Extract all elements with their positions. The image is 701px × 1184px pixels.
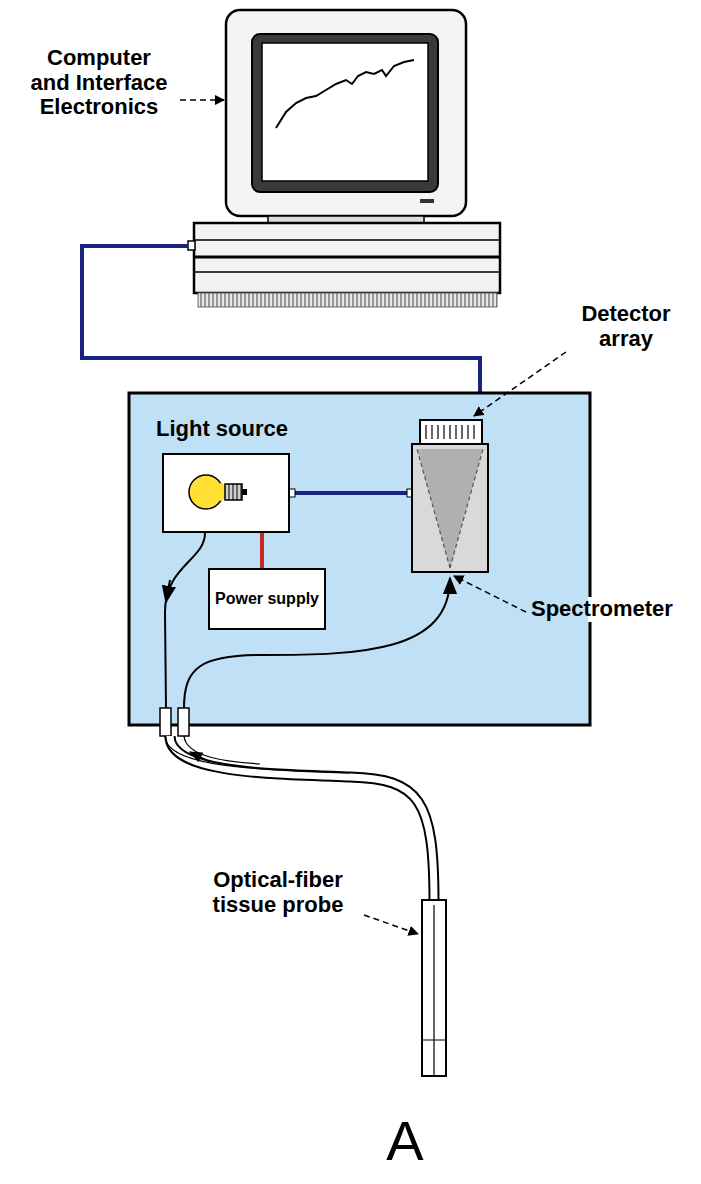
detector-pixel xyxy=(467,425,468,439)
base-line xyxy=(194,239,500,241)
bulb-thread xyxy=(229,484,230,500)
panel-letter: A xyxy=(370,1110,440,1173)
callout-label: Computer and Interface Electronics xyxy=(28,46,170,120)
leader-line xyxy=(454,576,526,612)
monitor-screen xyxy=(262,43,428,181)
light-cone-edge xyxy=(450,449,483,568)
leader-line xyxy=(364,915,418,934)
box-label: Power supply xyxy=(211,590,323,608)
bulb-contact xyxy=(242,489,247,495)
spectrometer xyxy=(412,420,488,572)
leader-line xyxy=(180,99,224,101)
collection-fiber xyxy=(184,578,450,708)
base-line xyxy=(194,271,500,273)
detector-pixel xyxy=(473,425,474,439)
box-heading: Light source xyxy=(156,417,288,441)
bulb-thread xyxy=(241,484,242,500)
reference-fiber xyxy=(290,491,412,495)
detector-pixels xyxy=(426,425,474,439)
base-vents xyxy=(198,293,497,307)
spectrum-trace xyxy=(276,60,414,128)
detector-pixel xyxy=(437,425,438,439)
fiber-connector xyxy=(160,708,171,736)
detector-array xyxy=(420,420,482,444)
port xyxy=(284,491,288,495)
bulb-thread xyxy=(233,484,234,500)
light-bulb xyxy=(164,455,288,531)
detector-pixel xyxy=(443,425,444,439)
computer-monitor xyxy=(226,10,466,223)
instrument-housing xyxy=(129,393,590,725)
fiber-strand xyxy=(184,736,260,764)
detector-pixel xyxy=(455,425,456,439)
probe-body xyxy=(422,900,446,1076)
fiber-strand xyxy=(165,736,350,773)
callout-label: Optical-fiber tissue probe xyxy=(192,868,364,917)
leader-line xyxy=(474,352,566,416)
monitor-case xyxy=(226,10,466,216)
detector-pixel xyxy=(461,425,462,439)
base-case xyxy=(194,223,500,293)
power-cable xyxy=(260,533,264,568)
bulb-glass xyxy=(189,475,223,509)
detector-pixel xyxy=(449,425,450,439)
fiber-connector xyxy=(178,708,189,736)
light-cone-edge xyxy=(417,449,450,568)
light-cone xyxy=(417,449,483,568)
probe-fiber xyxy=(433,905,434,1076)
bulb-base xyxy=(225,484,242,500)
power-supply-box: Power supply xyxy=(208,568,326,630)
callout-label: Spectrometer xyxy=(531,597,673,622)
excitation-fiber xyxy=(165,533,205,708)
monitor-bezel xyxy=(252,34,438,192)
base-line xyxy=(194,256,500,259)
power-button xyxy=(420,199,434,203)
computer-base xyxy=(188,223,500,307)
light-source-box: Light source xyxy=(162,453,290,533)
fiber-arrow xyxy=(166,580,170,602)
detector-pixel xyxy=(425,425,426,439)
detector-pixel xyxy=(431,425,432,439)
fiber-arrow xyxy=(190,752,210,762)
bulb-thread xyxy=(237,484,238,500)
spectrometer-body xyxy=(412,444,488,572)
probe-tip-line xyxy=(422,1040,446,1041)
cable-port xyxy=(188,241,195,250)
callout-label: Detector array xyxy=(560,302,692,351)
tissue-probe xyxy=(422,900,446,1076)
